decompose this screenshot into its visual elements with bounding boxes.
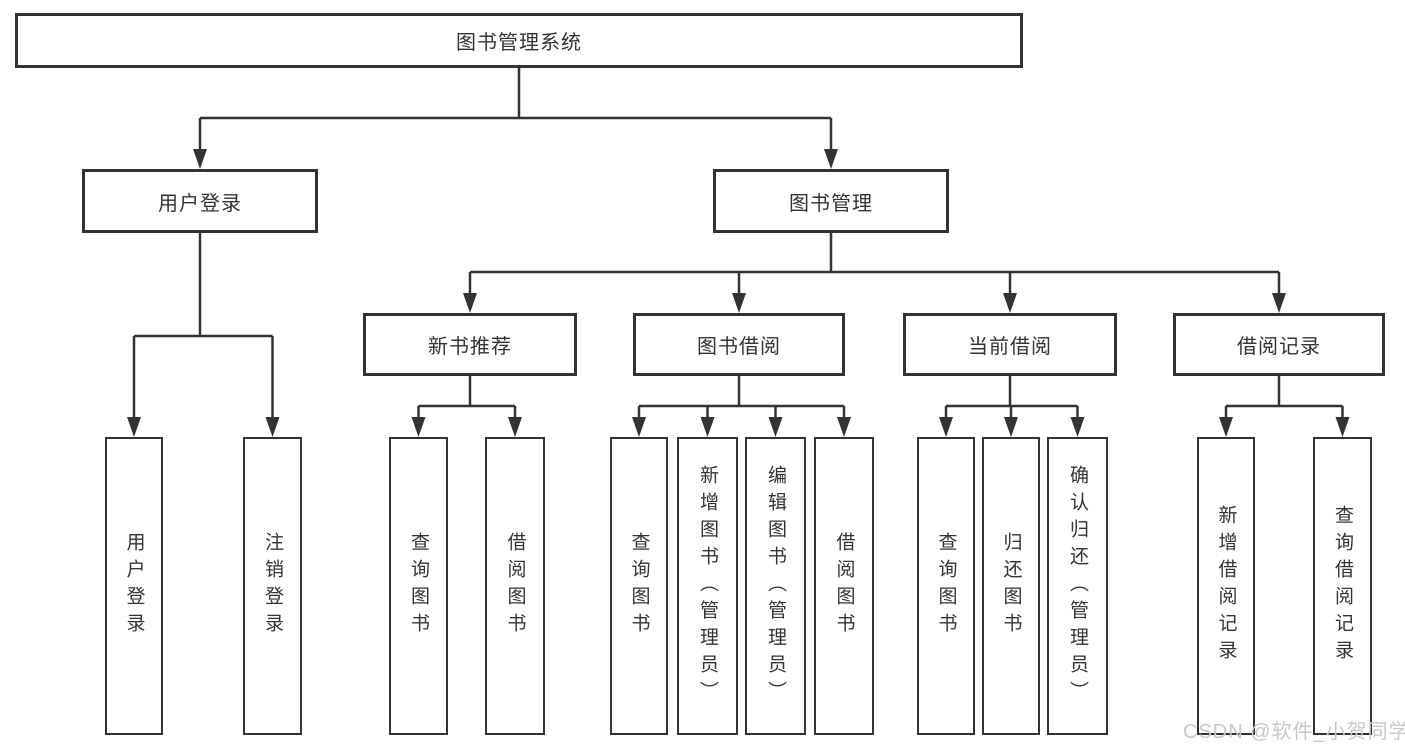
leaf-records-query-borrow-record: 查询借阅记录 xyxy=(1313,437,1372,735)
leaf-records-query-borrow-record-label: 查询借阅记录 xyxy=(1332,505,1353,667)
node-new-book-recommendation-label: 新书推荐 xyxy=(428,336,512,358)
watermark: CSDN @软件_小贺同学 xyxy=(1183,721,1405,743)
node-book-borrowing: 图书借阅 xyxy=(633,313,845,376)
node-book-borrowing-label: 图书借阅 xyxy=(697,336,781,358)
node-new-book-recommendation: 新书推荐 xyxy=(363,313,577,376)
leaf-borrow-borrow-books: 借阅图书 xyxy=(814,437,874,735)
leaf-logout-label: 注销登录 xyxy=(262,532,283,640)
leaf-current-return-books: 归还图书 xyxy=(982,437,1040,735)
leaf-borrow-edit-books-admin: 编辑图书（管理员） xyxy=(745,437,806,735)
node-book-management-label: 图书管理 xyxy=(789,192,873,215)
leaf-current-confirm-return-admin-label: 确认归还（管理员） xyxy=(1067,464,1088,708)
leaf-logout: 注销登录 xyxy=(243,437,302,735)
leaf-borrow-query-books-label: 查询图书 xyxy=(628,532,650,640)
node-borrowing-records-label: 借阅记录 xyxy=(1237,336,1321,358)
leaf-recommend-query-books: 查询图书 xyxy=(389,437,448,735)
leaf-recommend-borrow-books: 借阅图书 xyxy=(485,437,545,735)
leaf-current-query-books-label: 查询图书 xyxy=(935,532,957,640)
leaf-records-add-borrow-record-label: 新增借阅记录 xyxy=(1215,505,1237,667)
node-library-system: 图书管理系统 xyxy=(15,13,1023,68)
node-current-borrowing: 当前借阅 xyxy=(903,313,1117,376)
node-user-login: 用户登录 xyxy=(82,169,318,233)
node-library-system-label: 图书管理系统 xyxy=(456,32,582,54)
leaf-records-add-borrow-record: 新增借阅记录 xyxy=(1197,437,1255,735)
leaf-recommend-borrow-books-label: 借阅图书 xyxy=(504,532,526,640)
leaf-borrow-edit-books-admin-label: 编辑图书（管理员） xyxy=(765,464,786,708)
leaf-borrow-query-books: 查询图书 xyxy=(610,437,668,735)
leaf-current-query-books: 查询图书 xyxy=(917,437,975,735)
leaf-user-login: 用户登录 xyxy=(105,437,163,735)
node-current-borrowing-label: 当前借阅 xyxy=(968,336,1052,358)
leaf-user-login-label: 用户登录 xyxy=(123,532,145,640)
leaf-current-return-books-label: 归还图书 xyxy=(1000,532,1022,640)
node-book-management: 图书管理 xyxy=(713,169,949,233)
leaf-current-confirm-return-admin: 确认归还（管理员） xyxy=(1047,437,1108,735)
leaf-borrow-add-books-admin-label: 新增图书（管理员） xyxy=(697,464,718,708)
node-user-login-label: 用户登录 xyxy=(158,192,242,215)
leaf-borrow-borrow-books-label: 借阅图书 xyxy=(833,532,855,640)
node-borrowing-records: 借阅记录 xyxy=(1173,313,1385,376)
leaf-recommend-query-books-label: 查询图书 xyxy=(408,532,429,640)
leaf-borrow-add-books-admin: 新增图书（管理员） xyxy=(677,437,738,735)
